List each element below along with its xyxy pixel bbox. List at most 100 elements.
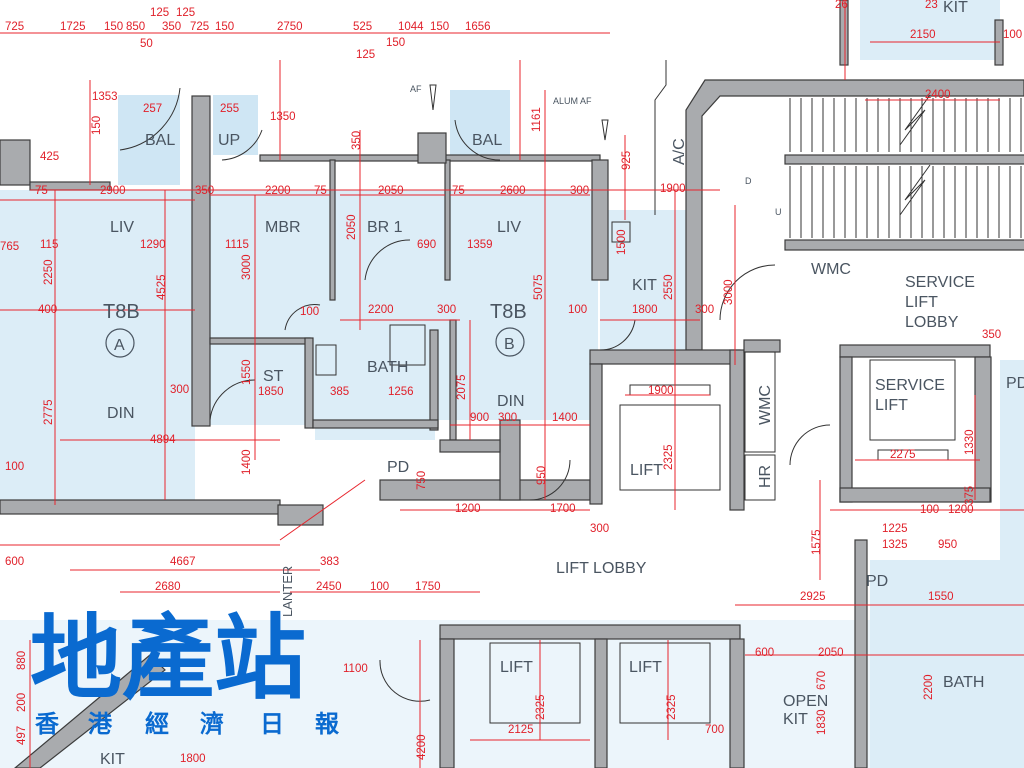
dim-label: 1400 [552,412,578,424]
dim-label: 690 [417,239,436,251]
dim-label: 50 [140,38,153,50]
dim-label: 300 [437,304,456,316]
room-label-bath: BATH [367,359,408,376]
room-label-pd: PD [387,459,409,476]
dim-label: 1200 [455,503,481,515]
dim-label: 150 [91,116,103,135]
room-label-service-lift-lobby: LIFT [905,294,938,311]
logo-sub-char: 香 [35,710,60,738]
dim-label: 23 [925,0,938,11]
unit-letter-b: B [504,336,515,353]
dim-label: 1550 [241,359,253,385]
dim-label: 300 [570,185,589,197]
dim-label: 2200 [368,304,394,316]
room-label-up: UP [218,132,240,149]
room-label-lift-lobby: LIFT LOBBY [556,560,647,577]
staircase [789,94,1022,238]
dim-label: 750 [416,471,428,490]
dim-label: 75 [452,185,465,197]
dim-label: 2400 [925,89,951,101]
dim-label: 1115 [225,239,249,251]
dim-label: 300 [170,384,189,396]
dim-label: 1700 [550,503,576,515]
dim-label: 2775 [43,399,55,425]
room-label-wmc: WMC [811,261,851,278]
dim-label: 1100 [343,663,368,675]
dim-label: 2250 [43,259,55,285]
dim-label: 1200 [948,504,974,516]
dim-label: 600 [755,647,774,659]
dim-label: 383 [320,556,339,568]
dim-label: 2680 [155,581,181,593]
dim-label: 257 [143,103,162,115]
room-label-lift: LIFT [629,659,662,676]
room-label-bath-r: BATH [943,674,984,691]
room-label-bal-b: BAL [472,132,502,149]
dim-label: 670 [816,671,828,690]
logo-sub-char: 報 [315,710,340,738]
dim-label: 1900 [660,183,686,195]
dim-label: 1400 [241,449,253,475]
dim-label: 600 [5,556,24,568]
dim-label: 1161 [531,107,543,132]
unit-label-a: T8B [103,301,140,323]
logo-sub-char: 濟 [200,710,224,738]
room-label-lift: LIFT [630,462,663,479]
dim-label: 150 [430,21,449,33]
room-label-lantern: LANTER [280,566,295,617]
dim-label: 950 [938,539,957,551]
dim-label: 2325 [666,694,678,720]
dim-label: 150 [215,21,234,33]
dim-label: 1750 [415,581,441,593]
dim-label: 3000 [723,279,735,305]
room-label-kit-b: KIT [632,277,657,294]
note-alum-af: ALUM AF [553,96,592,106]
room-label-service-lift: SERVICE [875,377,945,394]
dim-label: 1800 [180,753,206,765]
dim-label: 1256 [388,386,414,398]
room-label-bal-a: BAL [145,132,175,149]
unit-a-circle [105,328,135,358]
dim-label: 1800 [632,304,658,316]
room-label-open-kit: KIT [783,711,808,728]
room-label-liv-a: LIV [110,219,134,236]
logo-sub-char: 港 [88,710,113,738]
dim-label: 125 [356,49,375,61]
dim-label: 300 [695,304,714,316]
dim-label: 385 [330,386,349,398]
dim-label: 765 [0,241,19,253]
room-label-pd-r2: PD [1006,375,1024,392]
room-label-din-b: DIN [497,393,525,410]
dim-label: 725 [5,21,24,33]
room-label-pd-r: PD [866,573,888,590]
room-labels: BAL UP LIV MBR BR 1 LIV BAL T8B A T8B B … [100,0,1024,768]
dim-label: 1656 [465,21,491,33]
dim-label: 1330 [964,429,976,455]
dim-label: 2925 [800,591,826,603]
dim-label: 125 [176,7,195,19]
room-label-din-a: DIN [107,405,135,422]
dim-label: 255 [220,103,239,115]
dim-label: 2050 [818,647,844,659]
dim-label: 850 [126,21,145,33]
dim-label: 1725 [60,21,86,33]
dim-label: 1325 [882,539,908,551]
dim-label: 1290 [140,239,166,251]
dim-label: 75 [314,185,327,197]
dim-label: 4200 [416,734,428,760]
dim-label: 1353 [92,91,118,103]
dim-label: 2075 [456,374,468,400]
room-label-hr: HR [757,465,774,488]
dim-label: 2900 [100,185,126,197]
dim-label: 1500 [616,229,628,255]
dim-label: 2600 [500,185,526,197]
fixtures [119,60,956,724]
room-label-liv-b: LIV [497,219,521,236]
dim-label: 700 [705,724,724,736]
stair-down-label: D [745,176,752,186]
dim-label: 300 [498,412,517,424]
dim-label: 525 [353,21,372,33]
